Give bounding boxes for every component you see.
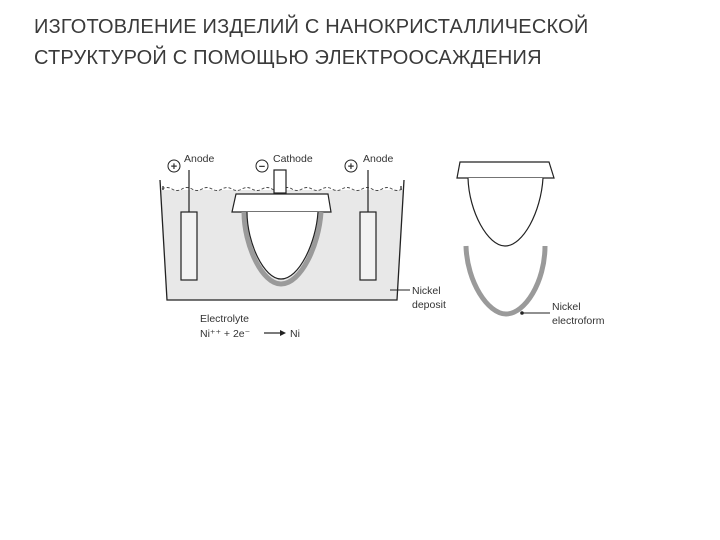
left-anode: + Anode bbox=[167, 153, 215, 281]
cathode-label: Cathode bbox=[273, 153, 313, 165]
deposit-label-line1: Nickel bbox=[412, 285, 441, 297]
page-title: ИЗГОТОВЛЕНИЕ ИЗДЕЛИЙ С НАНОКРИСТАЛЛИЧЕСК… bbox=[34, 12, 694, 74]
electroform-label-line2: electroform bbox=[552, 315, 605, 327]
plus-icon bbox=[167, 159, 181, 173]
right-anode: + Anode bbox=[344, 153, 394, 281]
nickel-deposit-layer bbox=[241, 211, 324, 287]
title-line-2: СТРУКТУРОЙ С ПОМОЩЬЮ ЭЛЕКТРООСАЖДЕНИЯ bbox=[34, 47, 542, 69]
right-anode-label: Anode bbox=[363, 153, 394, 165]
removed-mandrel bbox=[456, 161, 555, 247]
reaction-right: Ni bbox=[290, 328, 300, 340]
electrolyte-label: Electrolyte bbox=[200, 313, 249, 325]
title-line-1: ИЗГОТОВЛЕНИЕ ИЗДЕЛИЙ С НАНОКРИСТАЛЛИЧЕСК… bbox=[34, 16, 589, 38]
cathode-sign: − bbox=[259, 161, 265, 173]
left-anode-sign: + bbox=[171, 161, 177, 173]
plus-icon bbox=[344, 159, 358, 173]
nickel-electroform bbox=[463, 245, 548, 317]
cathode-mandrel: − Cathode bbox=[231, 153, 332, 287]
right-anode-sign: + bbox=[348, 161, 354, 173]
minus-icon bbox=[255, 159, 269, 173]
left-anode-label: Anode bbox=[184, 153, 215, 165]
deposit-label-line2: deposit bbox=[412, 299, 446, 311]
reaction-arrow bbox=[264, 330, 286, 336]
electroform-label-line1: Nickel bbox=[552, 301, 581, 313]
reaction-left: Ni⁺⁺ + 2e⁻ bbox=[200, 328, 251, 340]
